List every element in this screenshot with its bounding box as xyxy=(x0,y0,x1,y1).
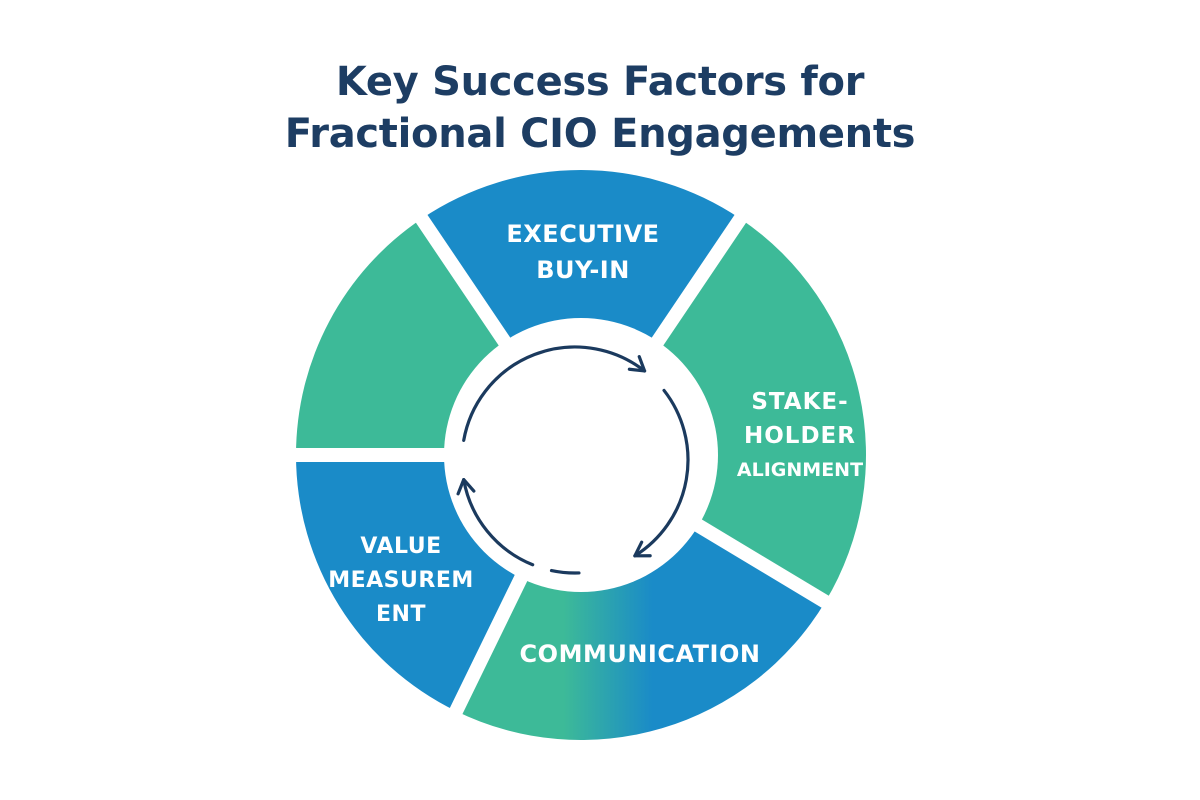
title-line-1: Key Success Factors for xyxy=(335,59,865,105)
title-line-2: Fractional CIO Engagements xyxy=(284,111,916,157)
segment-communication xyxy=(456,521,826,740)
segment-executive-buy-in xyxy=(421,170,741,348)
segment-label-stakeholder-alignment: STAKE- HOLDER ALIGNMENT xyxy=(736,389,864,481)
segment-label-communication: COMMUNICATION xyxy=(519,640,761,668)
cycle-arrows-icon xyxy=(456,345,690,575)
segment-divider xyxy=(684,513,835,611)
segment-label-executive-buy-in: EXECUTIVE BUY-IN xyxy=(506,220,660,284)
segment-divider xyxy=(412,209,517,356)
segment-divider xyxy=(447,564,533,720)
inner-hub xyxy=(444,318,718,592)
diagram-title: Key Success Factors for Fractional CIO E… xyxy=(0,56,1200,160)
segment-label-value-measurement: VALUE MEASUREM ENT xyxy=(328,534,474,627)
segment-divider xyxy=(645,209,750,356)
